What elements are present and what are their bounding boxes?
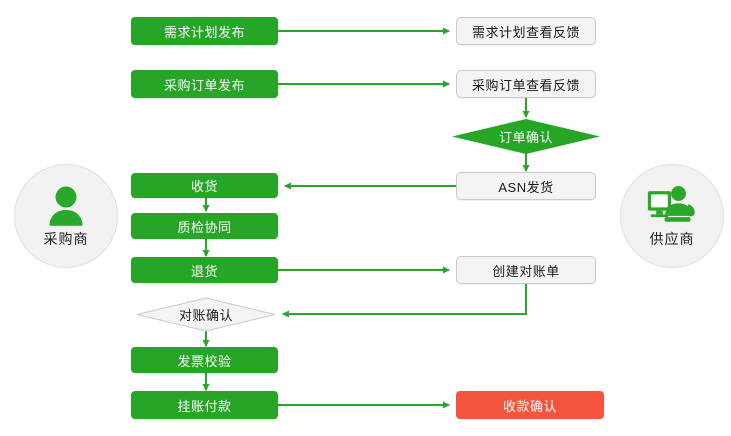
node-label: 采购订单查看反馈 [471,77,580,93]
node-po-publish[interactable]: 采购订单发布 [131,70,278,98]
role-label-supplier: 供应商 [649,230,695,247]
node-label: 质检协同 [177,219,232,235]
edge-create-statement-to-statement-confirm [282,284,527,318]
diamond-shape-gray [136,297,276,332]
node-invoice-verify[interactable]: 发票校验 [131,347,278,373]
node-goods-receipt[interactable]: 收货 [131,173,278,198]
node-statement-confirm[interactable]: 对账确认 [136,297,276,332]
node-label: 订单确认 [498,130,553,145]
node-accrual-payment[interactable]: 挂账付款 [131,391,278,419]
node-label: 收货 [190,179,218,194]
node-quality-collab[interactable]: 质检协同 [131,213,278,239]
role-badge-buyer[interactable]: 采购商 [14,164,118,268]
node-label: 需求计划发布 [163,24,245,40]
node-return-goods[interactable]: 退货 [131,257,278,283]
node-demand-plan-publish[interactable]: 需求计划发布 [131,17,278,45]
node-receipt-confirm[interactable]: 收款确认 [456,391,604,419]
node-label: 发票校验 [177,353,232,369]
node-asn-shipment[interactable]: ASN发货 [456,172,596,200]
diamond-shape-green [452,119,600,154]
node-label: 采购订单发布 [163,77,245,93]
node-label: 对账确认 [178,308,233,323]
node-create-statement[interactable]: 创建对账单 [456,256,596,284]
person-icon [49,186,83,226]
role-badge-supplier[interactable]: 供应商 [620,164,724,268]
node-label: 创建对账单 [492,263,560,279]
node-label: ASN发货 [498,179,554,195]
node-order-confirm[interactable]: 订单确认 [452,119,600,154]
node-po-feedback[interactable]: 采购订单查看反馈 [456,70,596,98]
node-label: 收款确认 [502,398,557,414]
node-demand-plan-feedback[interactable]: 需求计划查看反馈 [456,17,596,45]
person-at-computer-icon [647,185,695,222]
node-label: 退货 [190,263,218,279]
role-label-buyer: 采购商 [43,230,89,247]
node-label: 挂账付款 [177,398,232,414]
node-label: 需求计划查看反馈 [471,24,580,40]
